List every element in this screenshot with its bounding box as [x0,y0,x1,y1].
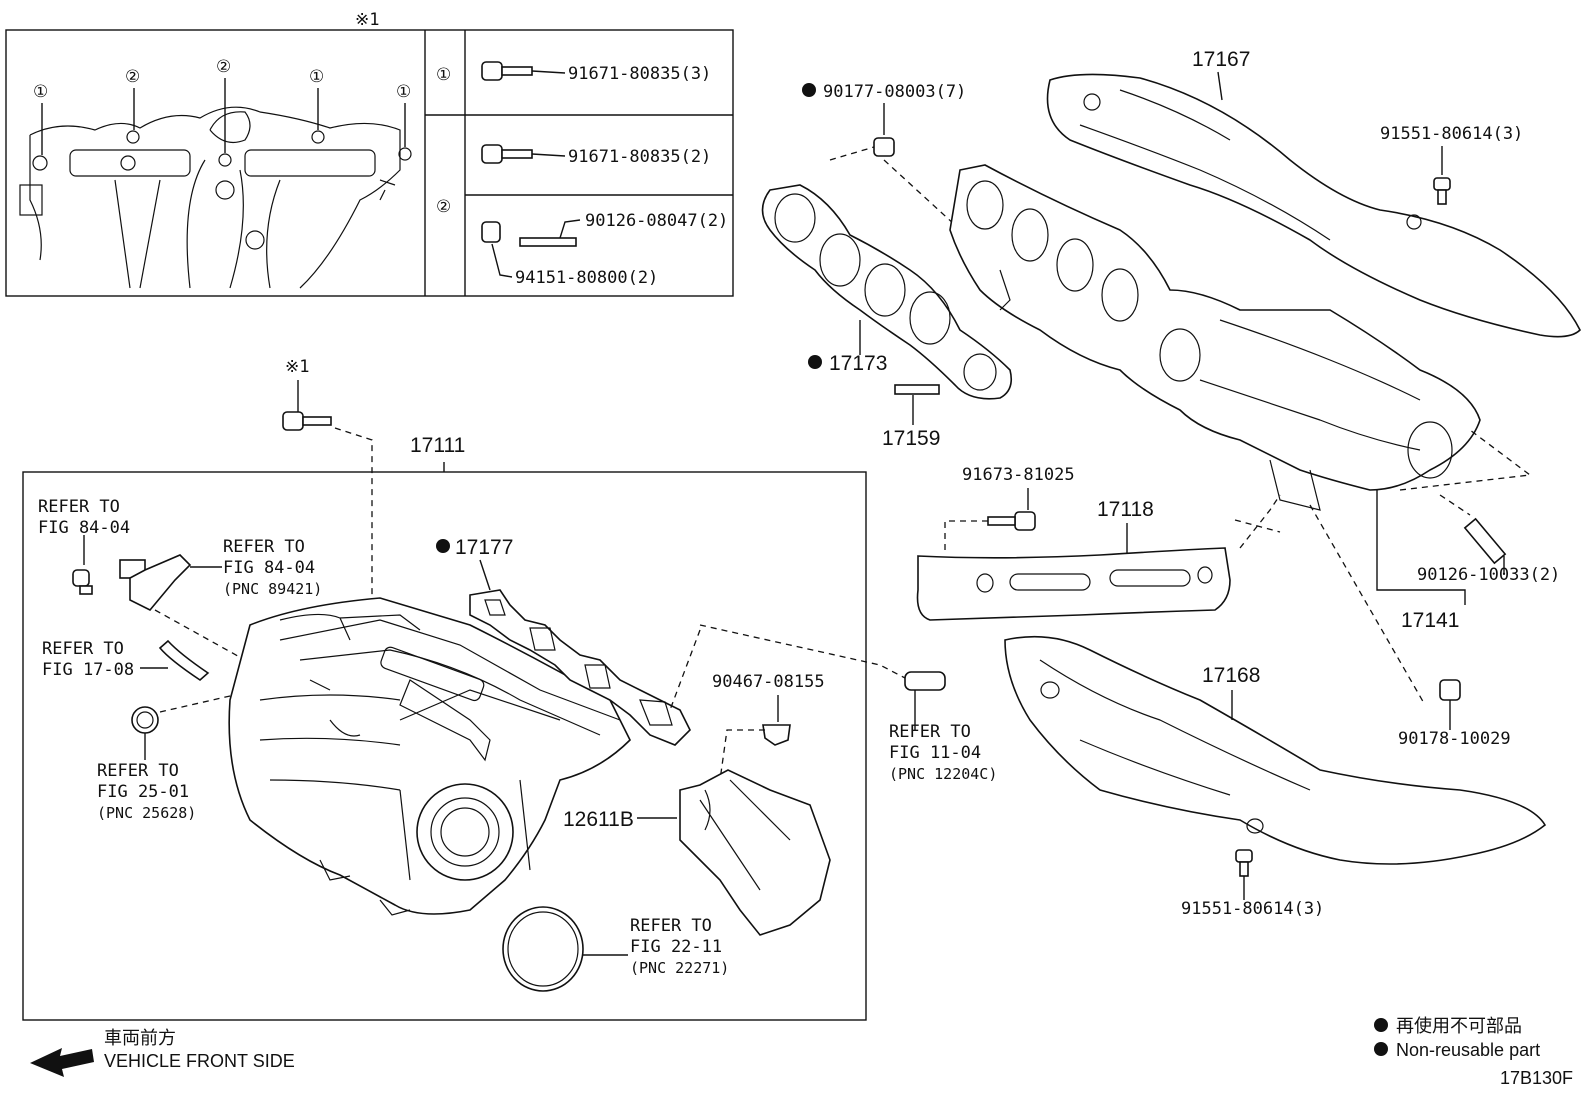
part-12611B: 12611B [563,808,634,831]
legend-japanese: 再使用不可部品 [1396,1016,1522,1036]
exhaust-gasket-17173 [761,184,1013,400]
gasket-17177 [469,589,691,746]
fastener-inset: ※1 ① ② ② [5,10,734,297]
part-17168: 17168 [1202,664,1260,687]
exhaust-manifold-17141 [949,164,1481,511]
heat-shield-lower [1004,635,1547,865]
bracket-17118 [916,547,1231,621]
inset-row-2-part-b: 90126-08047(2) [585,211,728,231]
part-90178: 90178-10029 [1398,729,1511,749]
part-90467: 90467-08155 [712,672,825,692]
ref-2-line1: REFER TO [223,537,305,557]
clip-part [762,724,791,746]
sensor-part [119,554,192,611]
part-91673: 91673-81025 [962,465,1075,485]
ref-5-line2: FIG 11-04 [889,743,981,763]
stud-icon [894,384,940,395]
ref-2-line3: (PNC 89421) [223,580,322,598]
ref-5-line1: REFER TO [889,722,971,742]
stud-icon [519,237,577,247]
non-reusable-dot [436,539,450,553]
inset-callout-2a: ② [125,67,140,87]
part-17159: 17159 [882,427,940,450]
nut-icon [481,221,501,243]
inset-row-2-key: ② [436,197,451,217]
ref-3-line2: FIG 17-08 [42,660,134,680]
part-17167: 17167 [1192,48,1250,71]
non-reusable-dot [802,83,816,97]
part-90126: 90126-10033(2) [1417,565,1560,585]
bolt-icon [481,61,566,81]
part-17141: 17141 [1401,609,1459,632]
hose-part [158,639,210,682]
ref-4-line3: (PNC 25628) [97,804,196,822]
inset-callout-1a: ① [33,82,48,102]
ref-1-line2: FIG 84-04 [38,518,130,538]
legend-dot-icon [1374,1018,1388,1032]
part-91551-top: 91551-80614(3) [1380,124,1523,144]
flange-sketch: ① ② ② ① ① [19,57,412,289]
stud-icon [1463,517,1507,565]
ref-6-line3: (PNC 22271) [630,959,729,977]
bolt-icon [1014,511,1036,531]
legend-dot-icon [1374,1042,1388,1056]
non-reusable-dot [808,355,822,369]
reference-notes: REFER TO FIG 84-04 REFER TO FIG 84-04 (P… [38,497,997,977]
ref-5-line3: (PNC 12204C) [889,765,997,783]
direction-japanese: 車両前方 [104,1028,176,1048]
ref-2-line2: FIG 84-04 [223,558,315,578]
ref-3-line1: REFER TO [42,639,124,659]
ref-1-line1: REFER TO [38,497,120,517]
part-91551-bottom: 91551-80614(3) [1181,899,1324,919]
part-17177: 17177 [455,536,513,559]
inset-mark: ※1 [355,10,379,30]
inset-callout-1b: ① [309,67,324,87]
o-ring-part [131,706,159,734]
part-17118: 17118 [1097,498,1154,521]
bolt-icon [72,569,93,595]
inset-row-2-part-a: 91671-80835(2) [568,147,711,167]
ref-6-line1: REFER TO [630,916,712,936]
part-17111: 17111 [410,434,465,457]
vehicle-front-arrow-icon [30,1048,94,1077]
part-90177: 90177-08003(7) [823,82,966,102]
nut-icon [1439,679,1461,701]
inset-row-1-part: 91671-80835(3) [568,64,711,84]
part-17173: 17173 [829,352,887,375]
ref-4-line2: FIG 25-01 [97,782,189,802]
throttle-gasket-ring [502,906,584,992]
intake-manifold [228,597,631,916]
bolt-icon [481,144,566,164]
ref-6-line2: FIG 22-11 [630,937,722,957]
inset-callout-1c: ① [396,82,411,102]
heat-shield-upper [1046,73,1581,338]
ref-4-line1: REFER TO [97,761,179,781]
legend-english: Non-reusable part [1396,1040,1540,1060]
inset-callout-2b: ② [216,57,231,77]
inset-row-1-key: ① [436,65,451,85]
bolt-icon [282,411,332,431]
diagram-code: 17B130F [1500,1068,1573,1088]
mark-1: ※1 [285,357,309,377]
cover-12611B [679,769,831,936]
bolt-icon [1433,177,1451,191]
nut-icon [873,137,895,157]
inset-frame [5,29,734,297]
connector-part [904,671,946,691]
inset-row-2-part-c: 94151-80800(2) [515,268,658,288]
bolt-icon [1235,849,1253,863]
direction-english: VEHICLE FRONT SIDE [104,1051,295,1071]
